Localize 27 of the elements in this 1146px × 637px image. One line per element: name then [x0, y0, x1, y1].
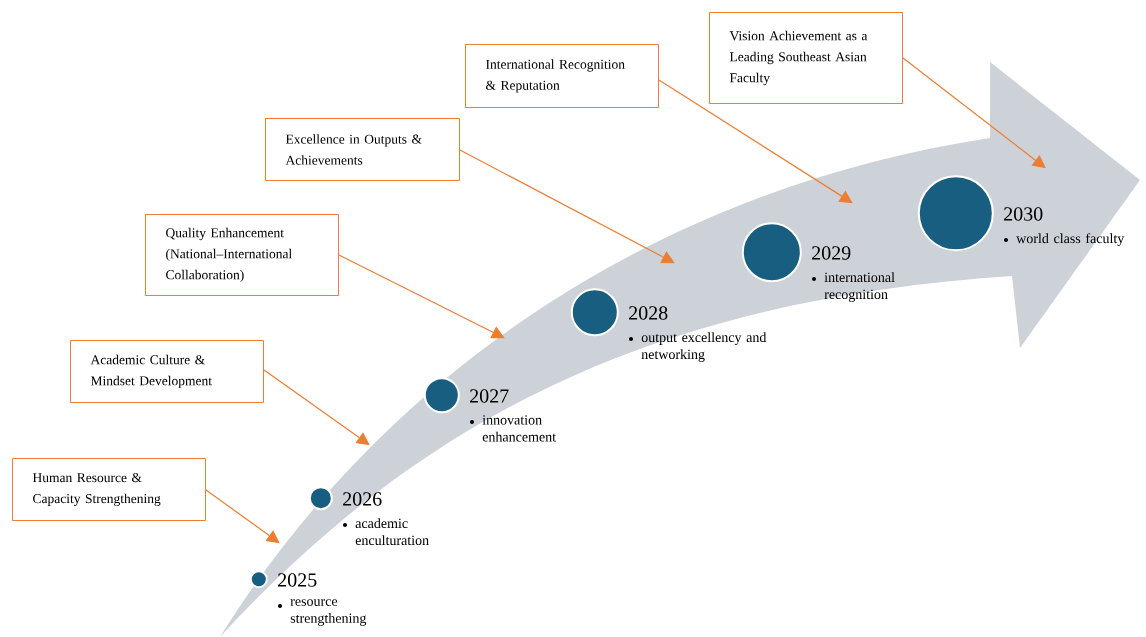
milestone-dot [741, 222, 802, 283]
year-label: 2030 [1004, 207, 1043, 221]
label-box: Quality Enhancement (National–International Collaboration) [145, 214, 339, 296]
bullet-text: world class faculty [1016, 233, 1125, 247]
bullet-text: resource strengthening [290, 599, 367, 626]
milestone-dot [423, 377, 460, 414]
label-box: International Recognition & Reputation [465, 44, 659, 108]
label-box: Vision Achievement as a Leading Southeast Asian Faculty [709, 12, 903, 104]
bullet-text: international recognition [824, 272, 895, 302]
milestone-dot [249, 570, 268, 589]
milestone-dot [917, 175, 994, 252]
label-box: Excellence in Outputs & Achievements [265, 118, 460, 181]
label-box: Academic Culture & Mindset Development [70, 340, 264, 403]
milestone-dot [308, 486, 333, 511]
year-label: 2025 [278, 573, 317, 587]
label-box: Human Resource & Capacity Strengthening [12, 458, 206, 521]
year-label: 2029 [812, 246, 851, 260]
milestone-dot [570, 288, 619, 337]
arrow [459, 149, 675, 264]
year-label: 2028 [629, 306, 668, 320]
bullet-text: output excellency and networking [641, 332, 767, 362]
bullet-text: academic enculturation [355, 518, 429, 546]
arrow [658, 79, 853, 204]
year-label: 2027 [470, 389, 509, 403]
arrow [338, 254, 505, 339]
bullet-text: innovation enhancement [482, 415, 556, 442]
year-label: 2026 [343, 492, 382, 506]
